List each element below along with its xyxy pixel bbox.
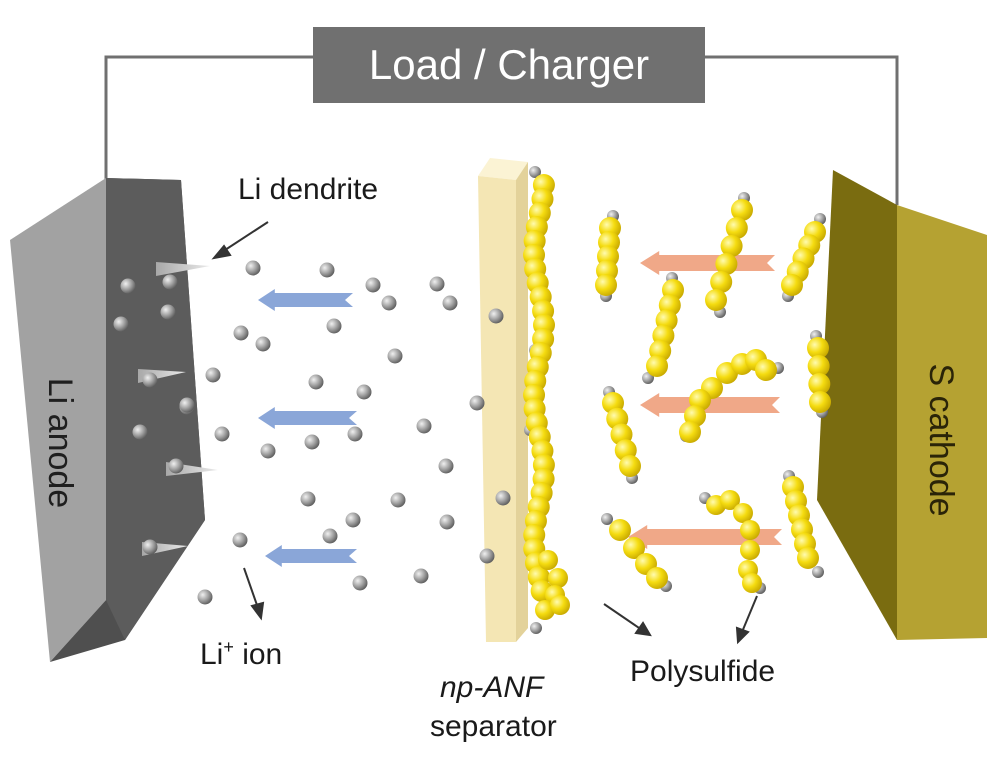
dendrite-spike-icon bbox=[156, 262, 210, 276]
ion-flow-arrow-icon bbox=[258, 289, 353, 311]
dendrite-label: Li dendrite bbox=[238, 173, 379, 206]
polysulfide-chain-icon bbox=[601, 513, 672, 592]
li-ion-sphere-icon bbox=[365, 277, 381, 293]
li-ion-sphere-icon bbox=[197, 589, 213, 605]
polysulfide-chain-icon bbox=[699, 490, 766, 594]
li-ion-sphere-icon bbox=[205, 367, 221, 383]
ion-flow-arrow-icon bbox=[640, 393, 780, 417]
li-ion-sphere-icon bbox=[479, 548, 495, 564]
li-ion-sphere-icon bbox=[488, 308, 504, 324]
ion-flow-arrow-icon bbox=[258, 407, 357, 429]
polysulfide-chain-icon bbox=[535, 550, 570, 620]
polysulfide-chain-icon bbox=[642, 272, 684, 384]
li-ion-sphere-icon bbox=[416, 418, 432, 434]
li-ions bbox=[113, 260, 511, 605]
li-ion-sphere-icon bbox=[469, 395, 485, 411]
li-ion-sphere-icon bbox=[442, 295, 458, 311]
li-ion-sphere-icon bbox=[413, 568, 429, 584]
anode-label-text: Li anode bbox=[41, 377, 79, 509]
li-ion-sphere-icon bbox=[168, 458, 184, 474]
li-ion-sphere-icon bbox=[120, 278, 136, 294]
polysulfide-pointer-arrow bbox=[735, 595, 758, 645]
li-ion-sphere-icon bbox=[326, 318, 342, 334]
li-ion-sphere-icon bbox=[245, 260, 261, 276]
separator-membrane bbox=[478, 158, 528, 642]
polysulfide-chains bbox=[523, 166, 831, 634]
polysulfide-chain-icon bbox=[602, 386, 641, 484]
s-cathode-electrode bbox=[817, 170, 987, 640]
li-ion-sphere-icon bbox=[255, 336, 271, 352]
li-ion-sphere-icon bbox=[495, 490, 511, 506]
ion-label-sup: + bbox=[223, 637, 234, 657]
external-circuit-wire bbox=[104, 55, 899, 205]
li-ion-sphere-icon bbox=[142, 539, 158, 555]
li-ion-sphere-icon bbox=[113, 316, 129, 332]
li-ion-sphere-icon bbox=[352, 575, 368, 591]
li-ion-sphere-icon bbox=[232, 532, 248, 548]
polysulfide-chain-icon bbox=[595, 210, 621, 302]
li-anode-electrode bbox=[10, 178, 205, 662]
ion-label: Li+ ion bbox=[200, 637, 283, 671]
cathode-label: S cathode bbox=[922, 363, 960, 517]
li-ion-sphere-icon bbox=[439, 514, 455, 530]
polysulfide-chain-icon bbox=[807, 330, 831, 418]
polysulfide-chain-icon bbox=[781, 213, 826, 302]
polysulfide-label: Polysulfide bbox=[630, 655, 776, 688]
li-ion-sphere-icon bbox=[300, 491, 316, 507]
li-ion-sphere-icon bbox=[260, 443, 276, 459]
separator-label-line2: separator bbox=[430, 710, 557, 743]
li-ion-sphere-icon bbox=[356, 384, 372, 400]
li-ion-sphere-icon bbox=[132, 424, 148, 440]
separator-pointer-arrow bbox=[603, 603, 652, 637]
li-ion-sphere-icon bbox=[438, 458, 454, 474]
ion-label-base: Li bbox=[200, 638, 224, 671]
li-ion-sphere-icon bbox=[347, 426, 363, 442]
anode-label: Li anode bbox=[41, 377, 79, 509]
li-ion-sphere-icon bbox=[233, 325, 249, 341]
polysulfide-chain-icon bbox=[705, 192, 753, 318]
li-ion-sphere-icon bbox=[304, 434, 320, 450]
li-ion-sphere-icon bbox=[390, 492, 406, 508]
li-ion-sphere-icon bbox=[387, 348, 403, 364]
li-ion-sphere-icon bbox=[179, 397, 195, 413]
cathode-label-text: S cathode bbox=[922, 363, 960, 517]
li-ion-sphere-icon bbox=[319, 262, 335, 278]
separator-label-line1: np-ANF bbox=[440, 671, 544, 704]
polysulfide-chain-icon bbox=[523, 166, 555, 634]
li-ion-sphere-icon bbox=[345, 512, 361, 528]
polysulfide-chain-icon bbox=[679, 389, 711, 443]
ion-label-suffix: ion bbox=[233, 638, 283, 671]
polysulfide-chain-icon bbox=[782, 470, 824, 578]
li-ion-sphere-icon bbox=[381, 295, 397, 311]
pointer-arrows bbox=[211, 221, 758, 645]
flow-arrows bbox=[258, 251, 782, 567]
li-ion-sphere-icon bbox=[322, 528, 338, 544]
li-ion-sphere-icon bbox=[429, 276, 445, 292]
ion-pointer-arrow bbox=[243, 567, 265, 621]
li-ion-sphere-icon bbox=[308, 374, 324, 390]
dendrite-pointer-arrow bbox=[211, 221, 269, 260]
ion-flow-arrow-icon bbox=[640, 251, 775, 275]
li-ion-sphere-icon bbox=[160, 304, 176, 320]
load-charger-box: Load / Charger bbox=[313, 27, 705, 103]
li-ion-sphere-icon bbox=[162, 274, 178, 290]
li-ion-sphere-icon bbox=[142, 372, 158, 388]
ion-flow-arrow-icon bbox=[265, 545, 357, 567]
load-charger-label: Load / Charger bbox=[368, 41, 650, 88]
li-ion-sphere-icon bbox=[214, 426, 230, 442]
